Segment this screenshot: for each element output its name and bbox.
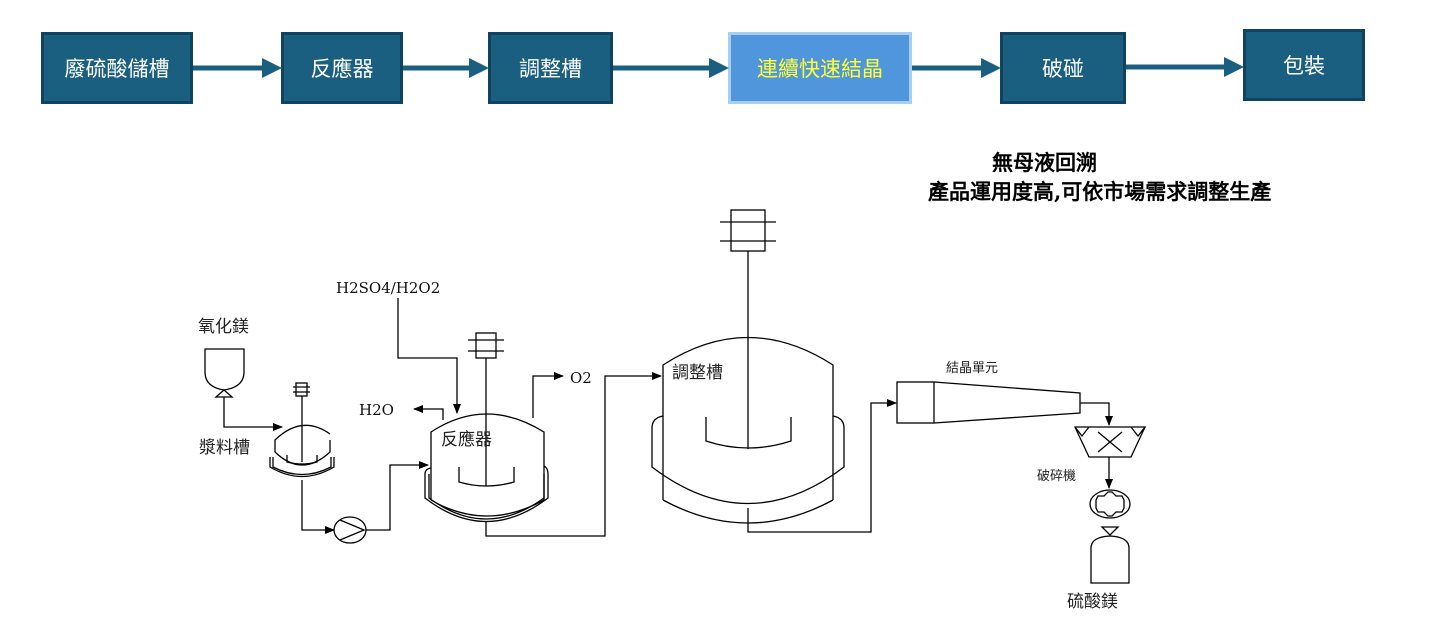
- water-out-line: [413, 405, 444, 420]
- pump-to-reactor-line: [366, 461, 429, 531]
- mgo-hopper: [204, 348, 245, 391]
- reactor-jacket: [424, 465, 549, 523]
- flow-step-waste-acid-tank: 廢硫酸儲槽: [41, 32, 193, 104]
- product-bag-valve: [1100, 526, 1120, 536]
- adjust-tank-vessel: [662, 336, 834, 500]
- flow-step-crystallization: 連續快速結晶: [728, 32, 912, 104]
- reactor-vessel: [430, 413, 545, 500]
- mill-icon: [1089, 489, 1131, 519]
- flow-arrows: [193, 57, 1244, 78]
- hopper-valve-icon: [214, 389, 234, 398]
- flow-step-label: 連續快速結晶: [757, 57, 883, 81]
- reactor-agitator-motor: [475, 332, 497, 359]
- label-slurry-tank: 漿料槽: [199, 438, 250, 458]
- label-adjust-tank: 調整槽: [672, 363, 723, 383]
- reactor-to-adjust-line: [485, 372, 662, 537]
- adjust-impeller: [705, 417, 792, 449]
- slurry-tank: [274, 424, 331, 452]
- pump-icon: [333, 516, 367, 544]
- acid-feed-line: [397, 298, 461, 414]
- label-product: 硫酸鎂: [1067, 592, 1118, 612]
- slurry-impeller: [286, 455, 318, 465]
- flow-step-packaging: 包裝: [1243, 29, 1365, 101]
- flow-step-label: 反應器: [310, 57, 374, 81]
- adjust-to-crystallizer-line: [747, 399, 897, 533]
- mgo-feed-line: [223, 397, 283, 431]
- label-crystallizer: 結晶單元: [946, 361, 998, 376]
- label-water-out: H2O: [359, 401, 394, 419]
- flow-step-reactor: 反應器: [281, 32, 403, 104]
- note-no-mother-liquor: 無母液回溯: [992, 150, 1097, 175]
- oxygen-out-line: [532, 372, 564, 418]
- label-crusher: 破碎機: [1037, 469, 1076, 484]
- label-mgo: 氧化鎂: [198, 317, 249, 337]
- flow-step-label: 廢硫酸儲槽: [64, 57, 170, 81]
- flow-step-label: 調整槽: [519, 57, 582, 81]
- slurry-to-pump-line: [301, 480, 335, 534]
- label-reactor: 反應器: [441, 429, 492, 450]
- flow-step-label: 破碰: [1042, 57, 1084, 81]
- label-acid-feed: H2SO4/H2O2: [336, 279, 440, 297]
- flow-step-label: 包裝: [1283, 54, 1325, 78]
- crusher-icon: [1073, 426, 1147, 458]
- flow-step-adjust-tank: 調整槽: [488, 32, 613, 104]
- label-oxygen-out: O2: [570, 369, 592, 387]
- reactor-impeller: [458, 467, 515, 487]
- crystallizer-head: [896, 381, 935, 424]
- flow-step-crushing: 破碰: [1000, 32, 1126, 104]
- crystallizer-body: [933, 381, 1081, 424]
- adjust-agitator-motor: [730, 209, 766, 252]
- product-bag: [1090, 535, 1130, 584]
- crystallizer-to-crusher-line: [1080, 402, 1113, 426]
- adjust-jacket: [651, 415, 845, 504]
- note-product-flexibility: 產品運用度高,可依市場需求調整生產: [928, 179, 1272, 204]
- slurry-jacket: [269, 457, 335, 478]
- slurry-agitator-motor: [295, 382, 308, 397]
